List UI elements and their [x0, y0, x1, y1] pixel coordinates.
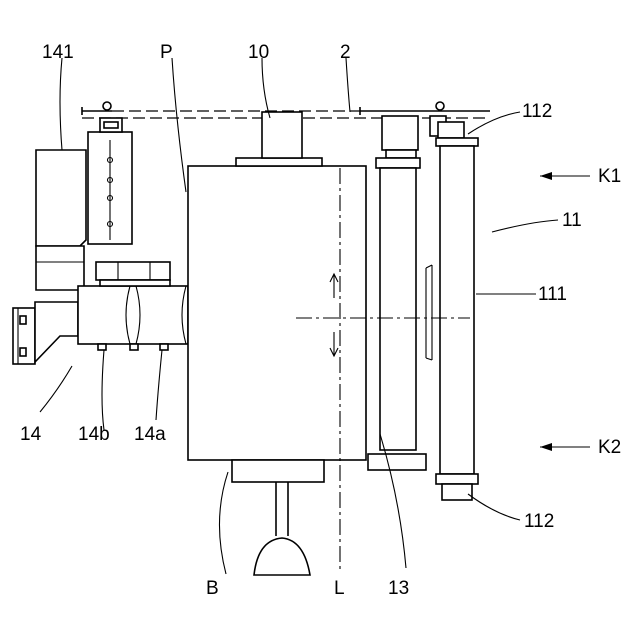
- label-112-bottom: 112: [524, 511, 554, 532]
- main-body: [188, 112, 366, 575]
- label-11: 11: [562, 210, 582, 231]
- label-10: 10: [248, 42, 269, 63]
- roller-11: [426, 116, 478, 500]
- label-14b: 14b: [78, 424, 110, 445]
- arrow-k2: [540, 443, 590, 451]
- label-2: 2: [340, 42, 351, 63]
- label-B: B: [206, 578, 219, 599]
- label-14: 14: [20, 424, 42, 445]
- arrow-k1: [540, 172, 590, 180]
- label-L: L: [334, 578, 345, 599]
- label-K1: K1: [598, 166, 621, 187]
- label-141: 141: [42, 42, 74, 63]
- label-111: 111: [538, 284, 567, 305]
- label-112-top: 112: [522, 101, 552, 122]
- label-P: P: [160, 42, 173, 63]
- rod-13: [366, 116, 426, 470]
- label-K2: K2: [598, 437, 621, 458]
- label-14a: 14a: [134, 424, 166, 445]
- label-13: 13: [388, 578, 409, 599]
